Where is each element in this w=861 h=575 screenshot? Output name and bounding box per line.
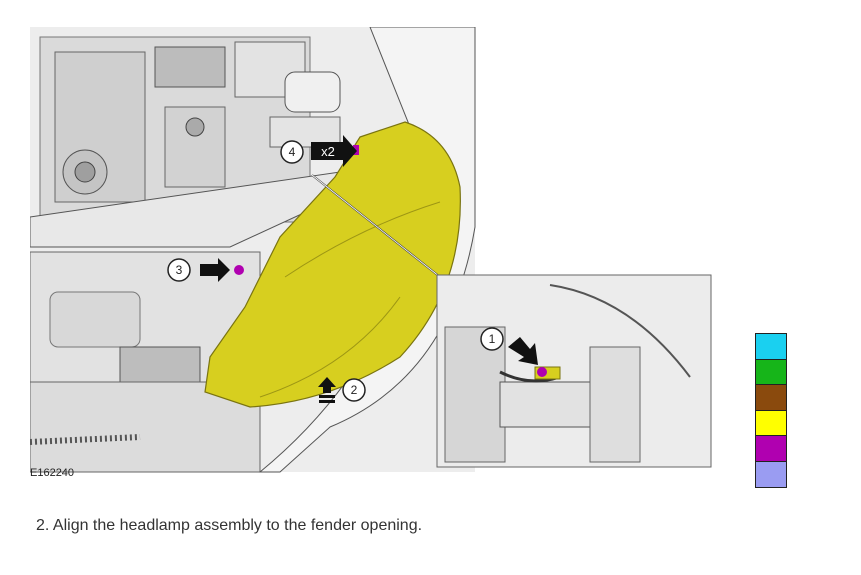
- headlamp-diagram: 4 x2 3 2 1: [30, 27, 720, 482]
- callout-2-label: 2: [351, 383, 358, 397]
- legend-swatch-lavender: [756, 461, 786, 487]
- main-illustration: [30, 27, 476, 473]
- callout-3: 3: [167, 258, 230, 282]
- legend-swatch-magenta: [756, 436, 786, 462]
- diagram-svg: 4 x2 3 2 1: [30, 27, 712, 473]
- arrow-right-icon: [200, 258, 230, 282]
- legend-swatch-brown: [756, 385, 786, 411]
- inset-detail: 1: [436, 274, 712, 468]
- legend-swatch-cyan: [756, 334, 786, 360]
- callout-1-label: 1: [489, 332, 496, 346]
- connector-marker: [537, 367, 547, 377]
- arrow-down-right-icon: [508, 337, 538, 365]
- arrow-right-icon: [311, 135, 357, 167]
- legend-swatch-yellow: [756, 410, 786, 437]
- callout-4: 4 x2: [280, 135, 357, 167]
- callout-3-label: 3: [176, 263, 183, 277]
- callout-2: 2: [318, 377, 366, 403]
- color-legend: [755, 333, 787, 488]
- multiplier-label: x2: [321, 144, 335, 159]
- callout-4-label: 4: [289, 145, 296, 159]
- figure-id-label: E162240: [30, 467, 75, 479]
- fastener-3-marker: [234, 265, 244, 275]
- legend-swatch-green: [756, 359, 786, 386]
- headlamp-assembly: [204, 121, 461, 408]
- step-instruction: 2. Align the headlamp assembly to the fe…: [36, 517, 423, 534]
- arrow-up-icon: [318, 377, 336, 393]
